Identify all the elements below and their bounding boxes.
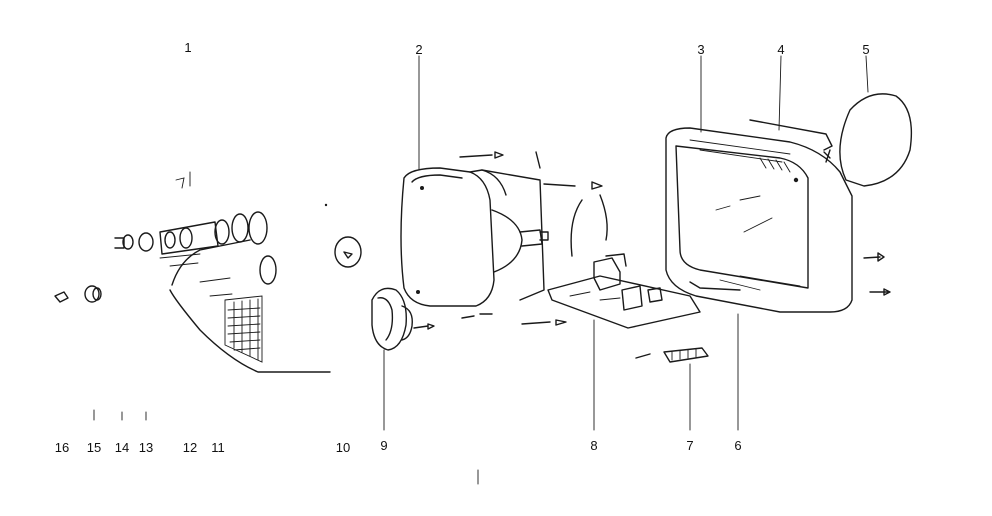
circuit-board <box>547 194 701 329</box>
cabinet-screws <box>863 252 891 296</box>
picture-tube <box>400 167 549 307</box>
callout-2: 2 <box>415 42 422 57</box>
callout-16: 16 <box>55 440 69 455</box>
knob-16 <box>54 291 69 303</box>
callout-7: 7 <box>686 438 693 453</box>
callout-12: 12 <box>183 440 197 455</box>
callout-14: 14 <box>115 440 129 455</box>
callout-9: 9 <box>380 438 387 453</box>
callout-4: 4 <box>777 42 784 57</box>
deflection-yoke <box>371 287 413 351</box>
small-component-7 <box>635 347 709 363</box>
callout-5: 5 <box>862 42 869 57</box>
knob-14 <box>122 234 134 250</box>
callout-1: 1 <box>184 40 191 55</box>
speaker-grille <box>227 298 261 361</box>
round-cover <box>839 93 913 187</box>
tuning-knob-large <box>248 211 268 245</box>
leader-lines <box>93 55 869 485</box>
callout-6: 6 <box>734 438 741 453</box>
callout-10: 10 <box>336 440 350 455</box>
mounting-screws <box>413 151 603 330</box>
rod-part-4 <box>749 119 833 163</box>
callout-15: 15 <box>87 440 101 455</box>
knob-12 <box>179 227 193 249</box>
knob-part-10 <box>334 236 362 268</box>
front-bezel-assembly <box>114 171 331 373</box>
callout-13: 13 <box>139 440 153 455</box>
callout-labels: 1 2 3 4 5 6 7 8 9 10 11 12 13 14 15 16 <box>55 40 870 455</box>
rear-cabinet <box>665 127 853 313</box>
knob-15 <box>84 285 100 303</box>
small-knobs <box>54 285 102 303</box>
callout-8: 8 <box>590 438 597 453</box>
callout-3: 3 <box>697 42 704 57</box>
knob-13 <box>138 232 154 252</box>
callout-11: 11 <box>211 440 225 455</box>
